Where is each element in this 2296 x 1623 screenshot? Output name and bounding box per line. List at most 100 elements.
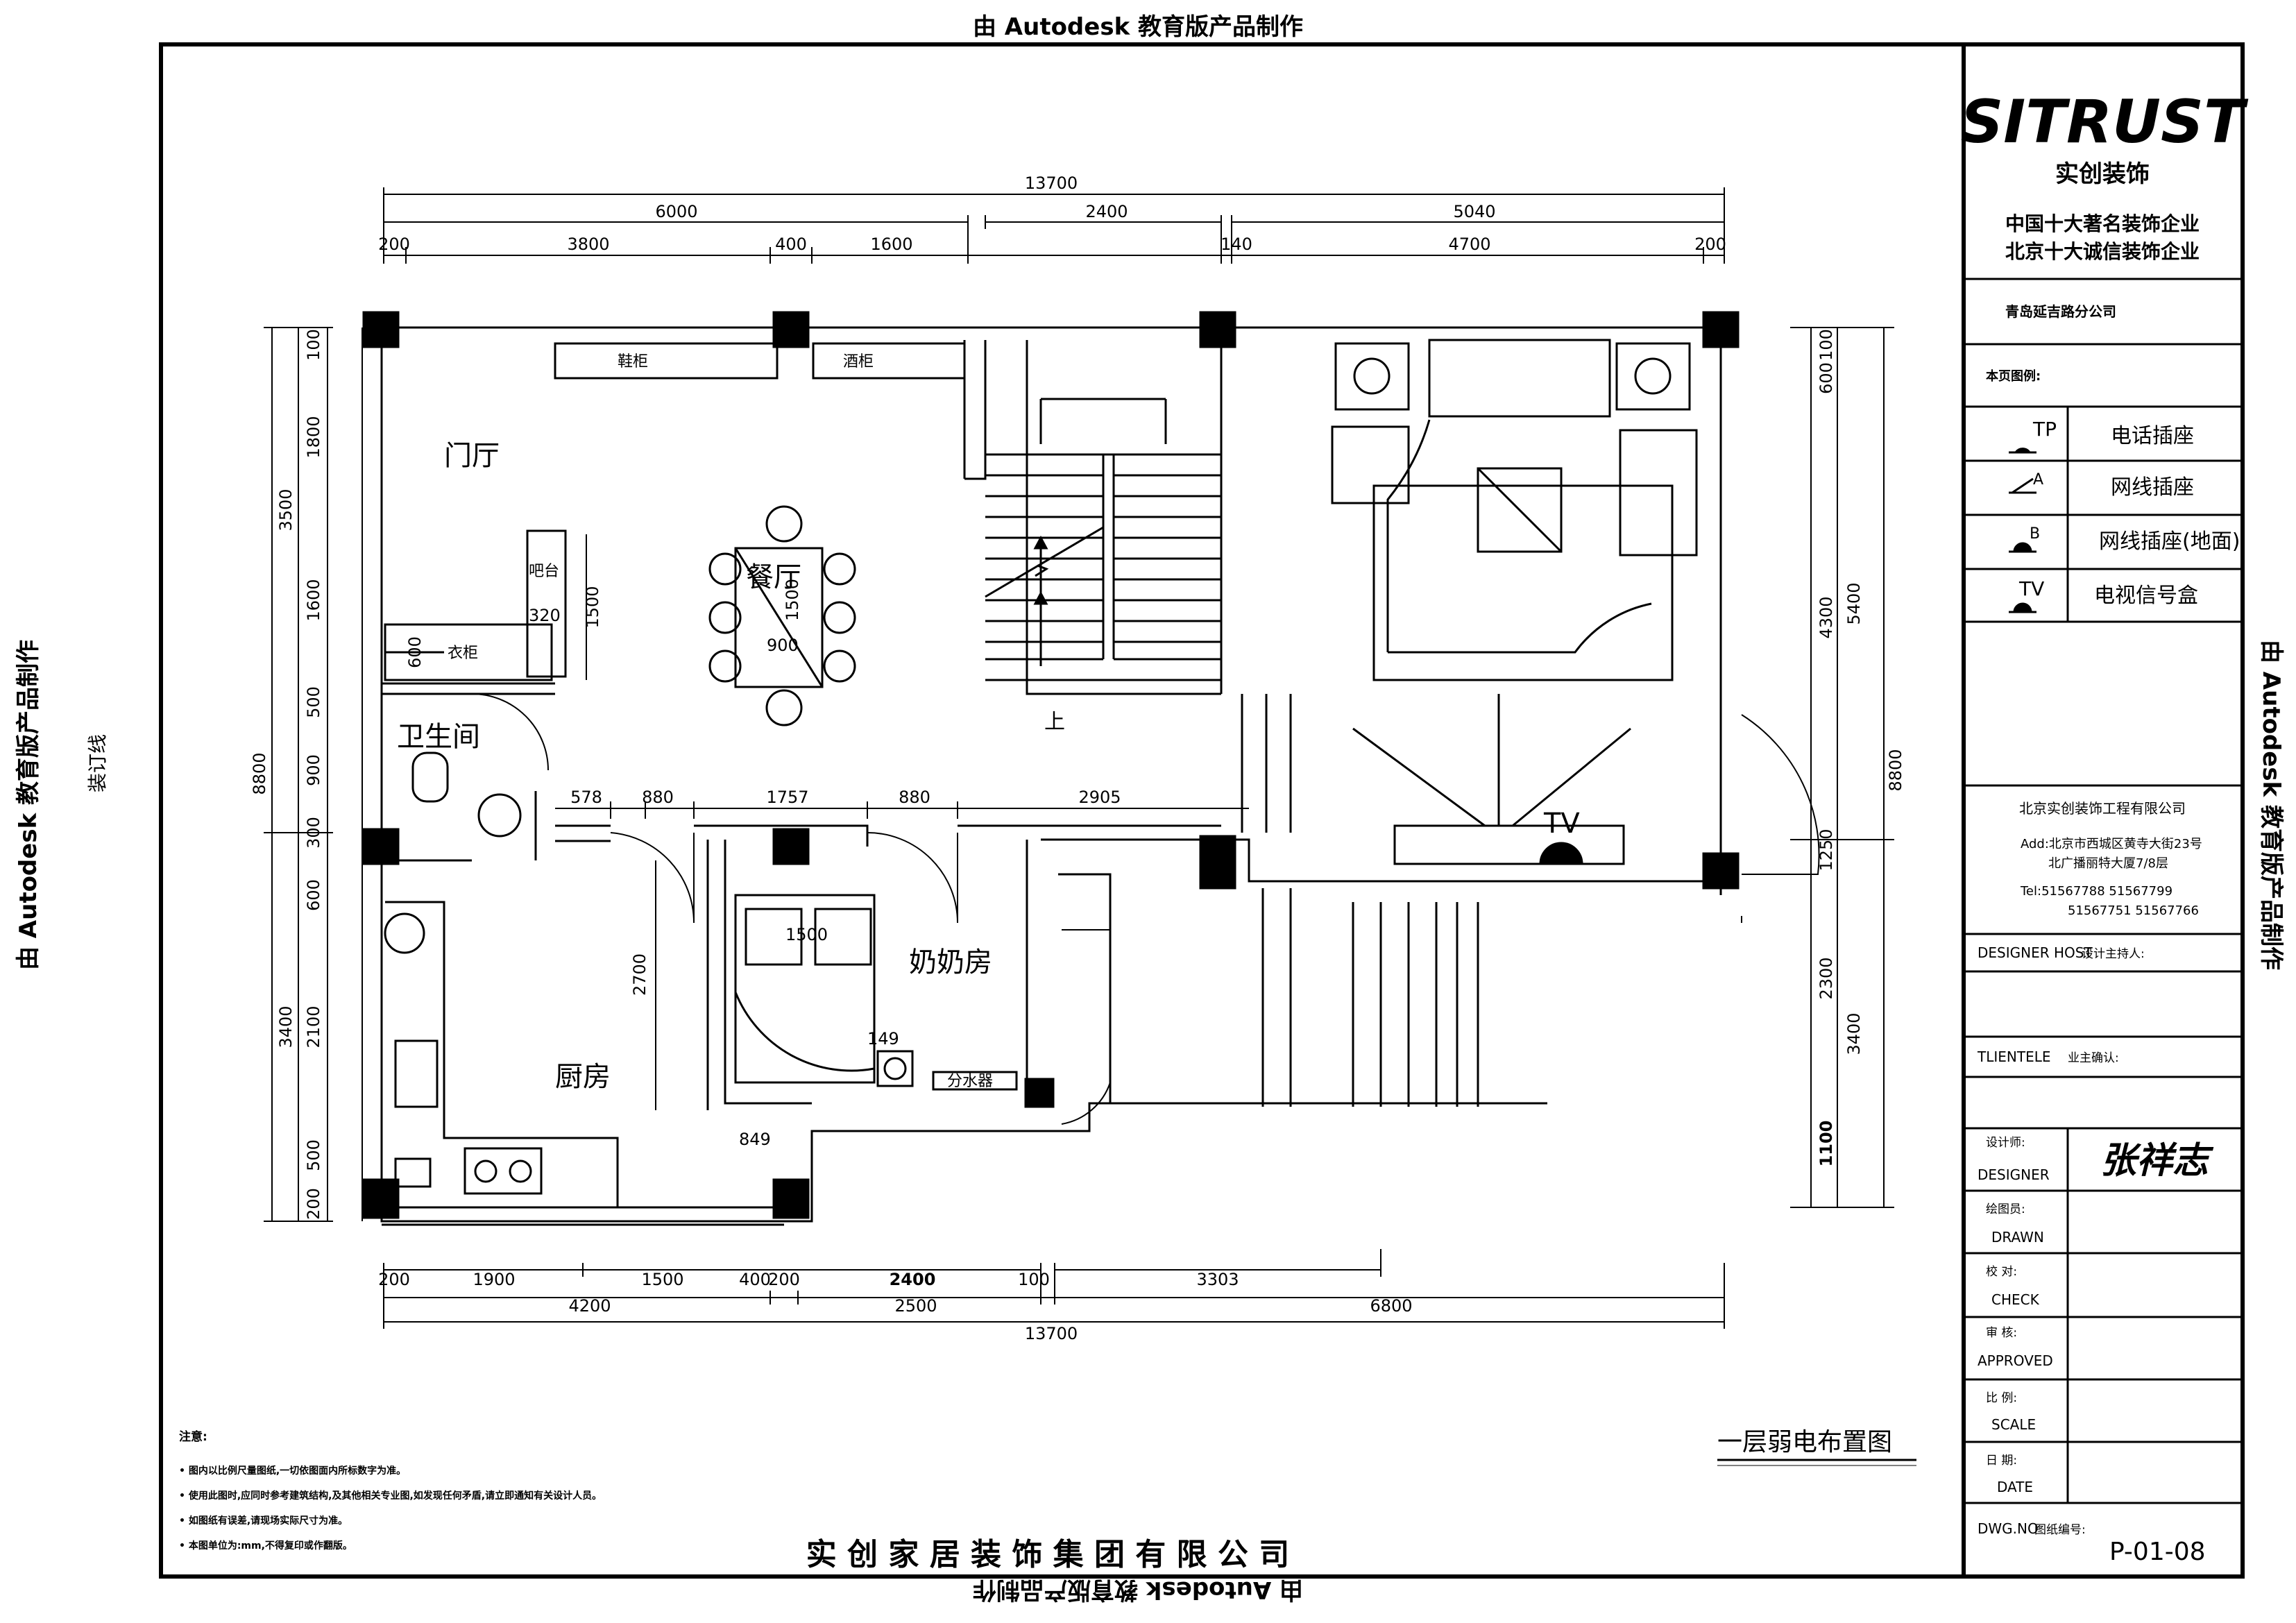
dim-left-inner: 500 xyxy=(304,686,323,718)
room-dining: 餐厅 xyxy=(746,561,801,593)
client-label: TLIENTELE xyxy=(1977,1048,2051,1065)
watermark-left: 由 Autodesk 教育版产品制作 xyxy=(15,640,42,970)
dim-bottom-detail: 2400 xyxy=(890,1270,936,1289)
label-wardrobe: 衣柜 xyxy=(448,645,478,662)
toilet xyxy=(411,751,449,803)
notes: 注意: • 图内以比例尺量图纸,一切依图面内所标数字为准。 • 使用此图时,应同… xyxy=(179,1429,602,1552)
designer-cn: 设计师: xyxy=(1986,1136,2025,1150)
binding-line-label: 装订线 xyxy=(86,734,109,792)
door-swing xyxy=(1741,714,1820,875)
dim-right-inner: 1100 xyxy=(1817,1121,1836,1167)
dim-top-mid: 5040 xyxy=(1453,202,1495,221)
title-block xyxy=(1964,278,2243,1504)
dim-bottom-total: 13700 xyxy=(1025,1324,1078,1343)
dim-bottom-detail: 100 xyxy=(1018,1270,1050,1289)
dimension-values: 13700 6000 2400 5040 200 3800 400 1600 1… xyxy=(250,173,1905,1343)
wine-cabinet xyxy=(812,342,966,380)
door-swing xyxy=(610,832,695,924)
dim-left-inner: 200 xyxy=(304,1188,323,1220)
group-name: 实 创 家 居 装 饰 集 团 有 限 公 司 xyxy=(806,1537,1290,1572)
room-kitchen: 厨房 xyxy=(555,1061,611,1093)
legend-item-tv: TV 电视信号盒 xyxy=(2009,577,2198,613)
sheet-number: P-01-08 xyxy=(2109,1538,2206,1566)
floor-plan: 上 xyxy=(362,311,1820,1226)
dim-top-detail: 3800 xyxy=(567,235,609,254)
approved-label: APPROVED xyxy=(1978,1352,2053,1369)
dim-bottom-mid: 4200 xyxy=(568,1296,611,1316)
dim-bottom-detail: 1500 xyxy=(641,1270,683,1289)
legend-item-b: B 网线插座(地面) xyxy=(2009,525,2240,554)
bar-counter xyxy=(526,529,567,678)
dim-interior: 1757 xyxy=(766,788,808,807)
dim-interior: 2700 xyxy=(630,953,649,996)
office-tel-2: 51567751 51567766 xyxy=(2068,903,2199,918)
check-label: CHECK xyxy=(1991,1291,2040,1308)
dim-interior: 1500 xyxy=(783,579,802,621)
legend-item-tp: TP 电话插座 xyxy=(2009,418,2194,454)
kitchen-counter xyxy=(384,901,619,1207)
designer-host-cn: 设计主持人: xyxy=(2082,947,2145,961)
drawn-cn: 绘图员: xyxy=(1986,1203,2025,1216)
living-room-sofa-set xyxy=(1331,339,1698,681)
office-tel-1: Tel:51567788 51567799 xyxy=(2020,884,2172,899)
title-block-fields: DESIGNER HOST 设计主持人: TLIENTELE 业主确认: 设计师… xyxy=(1977,944,2214,1566)
legend-label: 网线插座(地面) xyxy=(2099,529,2240,554)
date-cn: 日 期: xyxy=(1986,1454,2017,1468)
label-bar: 吧台 xyxy=(529,563,559,580)
room-grandma: 奶奶房 xyxy=(909,946,992,978)
door-swing xyxy=(1061,929,1111,1125)
dim-bottom-detail: 3303 xyxy=(1196,1270,1239,1289)
dim-interior: 849 xyxy=(739,1130,771,1149)
dwg-no-cn: 图纸编号: xyxy=(2034,1523,2086,1537)
dim-bottom-mid: 2500 xyxy=(894,1296,937,1316)
dim-right-outer: 3400 xyxy=(1844,1012,1864,1055)
dim-left-inner: 100 xyxy=(304,329,323,361)
legend-label: 网线插座 xyxy=(2111,475,2194,500)
client-cn: 业主确认: xyxy=(2068,1051,2119,1065)
legend-label: 电视信号盒 xyxy=(2094,584,2198,608)
dim-right-outer: 8800 xyxy=(1886,749,1905,791)
dim-top-detail: 140 xyxy=(1221,235,1252,254)
dim-top-detail: 1600 xyxy=(870,235,912,254)
dim-right-inner: 600 xyxy=(1817,362,1836,394)
tv-cabinet xyxy=(1352,694,1631,865)
office-name: 北京实创装饰工程有限公司 xyxy=(2019,800,2186,817)
dining-table xyxy=(708,505,856,726)
dim-top-mid: 2400 xyxy=(1085,202,1128,221)
drawing-title: 一层弱电布置图 xyxy=(1717,1428,1892,1456)
dim-left-inner: 600 xyxy=(304,879,323,911)
dim-right-inner: 100 xyxy=(1817,329,1836,361)
dim-interior: 2905 xyxy=(1078,788,1121,807)
dim-top-detail: 400 xyxy=(775,235,807,254)
dim-right-inner: 2300 xyxy=(1817,957,1836,999)
notes-title: 注意: xyxy=(179,1429,207,1444)
company-name: 实创装饰 xyxy=(2055,160,2150,188)
staircase xyxy=(985,398,1221,681)
dim-left-misc: 1500 xyxy=(583,586,602,628)
note-item: • 如图纸有误差,请现场实际尺寸为准。 xyxy=(179,1515,348,1527)
drawn-label: DRAWN xyxy=(1991,1229,2044,1246)
dim-bottom-detail: 200 xyxy=(378,1270,410,1289)
dim-bottom-detail: 200 xyxy=(768,1270,800,1289)
watermark-top: 由 Autodesk 教育版产品制作 xyxy=(973,13,1303,41)
watermark-right: 由 Autodesk 教育版产品制作 xyxy=(2257,640,2285,970)
dwg-no-label: DWG.NO xyxy=(1978,1520,2039,1537)
legend-item-a: A 网线插座 xyxy=(2009,471,2194,500)
dim-interior: 880 xyxy=(642,788,674,807)
door-swing xyxy=(471,693,549,771)
date-label: DATE xyxy=(1997,1479,2033,1495)
legend-title: 本页图例: xyxy=(1986,368,2041,384)
dim-interior: 149 xyxy=(867,1029,899,1048)
entry-steps xyxy=(1241,694,1479,1107)
tv-symbol-icon: TV xyxy=(2018,577,2044,600)
legend-label: 电话插座 xyxy=(2111,424,2194,448)
scale-label: SCALE xyxy=(1991,1416,2036,1433)
company-logo: SITRUST xyxy=(1960,87,2249,157)
scale-cn: 比 例: xyxy=(1986,1391,2017,1405)
dim-interior: 578 xyxy=(570,788,602,807)
drawing-frame xyxy=(159,42,2245,1579)
dim-right-outer: 5400 xyxy=(1844,582,1864,624)
room-foyer: 门厅 xyxy=(444,440,500,472)
designer-host-label: DESIGNER HOST xyxy=(1978,944,2093,961)
